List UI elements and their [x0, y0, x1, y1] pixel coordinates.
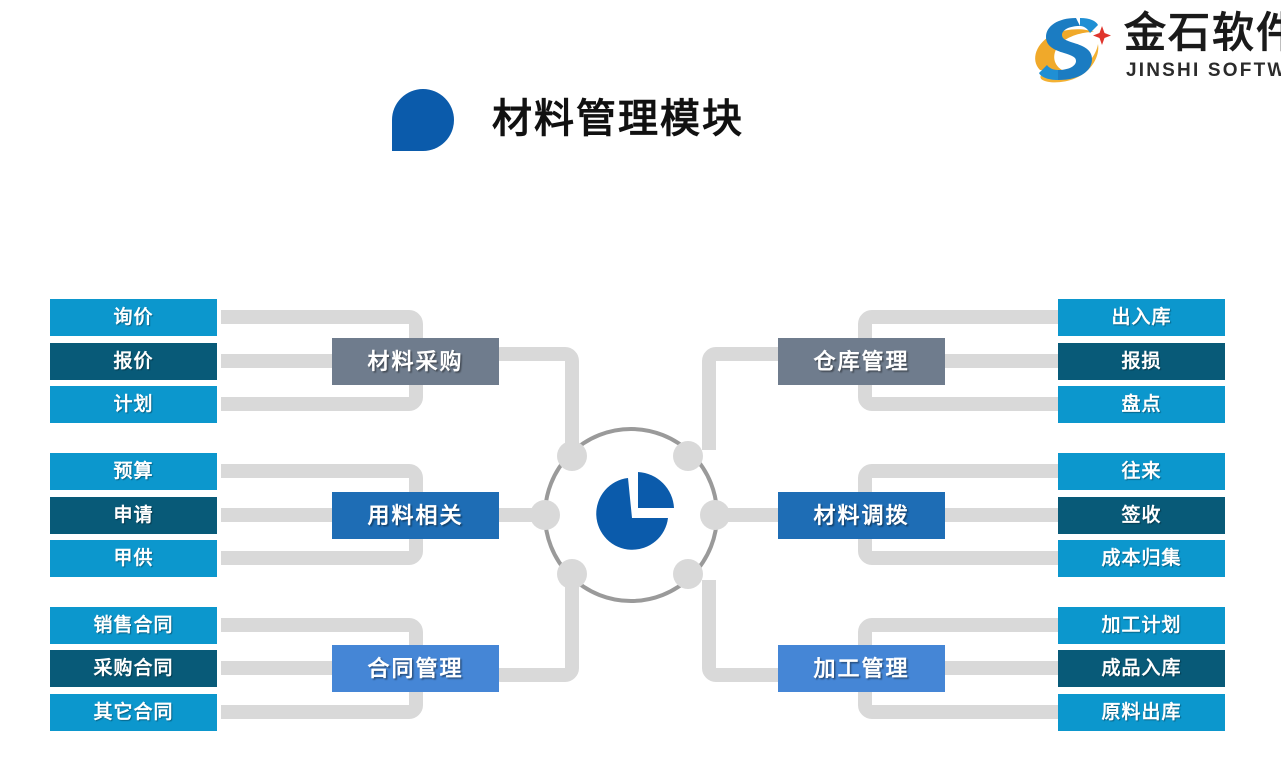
leaf-item[interactable]: 原料出库 — [1058, 694, 1225, 731]
leaf-item[interactable]: 报价 — [50, 343, 217, 380]
brand-name-cn: 金石软件 — [1124, 9, 1281, 56]
hub-node-top-right[interactable] — [673, 441, 703, 471]
leaf-item[interactable]: 往来 — [1058, 453, 1225, 490]
branch-contract-management[interactable]: 合同管理 — [332, 645, 499, 692]
brand-logo: 金石软件 JINSHI SOFTWARE — [1028, 8, 1281, 90]
branch-warehouse-management[interactable]: 仓库管理 — [778, 338, 945, 385]
pie-chart-icon — [596, 472, 674, 550]
leaf-item[interactable]: 成本归集 — [1058, 540, 1225, 577]
leaf-item[interactable]: 计划 — [50, 386, 217, 423]
leaf-item[interactable]: 签收 — [1058, 497, 1225, 534]
leaf-item[interactable]: 预算 — [50, 453, 217, 490]
leaf-item[interactable]: 其它合同 — [50, 694, 217, 731]
leaf-item[interactable]: 询价 — [50, 299, 217, 336]
leaf-item[interactable]: 盘点 — [1058, 386, 1225, 423]
branch-processing-management[interactable]: 加工管理 — [778, 645, 945, 692]
brand-name-en: JINSHI SOFTWARE — [1126, 60, 1281, 81]
hub-node-bottom-left[interactable] — [557, 559, 587, 589]
leaf-item[interactable]: 申请 — [50, 497, 217, 534]
center-hub — [530, 427, 730, 603]
leaf-item[interactable]: 采购合同 — [50, 650, 217, 687]
leaf-item[interactable]: 销售合同 — [50, 607, 217, 644]
leaf-item[interactable]: 出入库 — [1058, 299, 1225, 336]
jinshi-s-swoosh-logo-icon — [1035, 18, 1111, 83]
hub-node-bottom-right[interactable] — [673, 559, 703, 589]
branch-material-usage[interactable]: 用料相关 — [332, 492, 499, 539]
leaf-item[interactable]: 成品入库 — [1058, 650, 1225, 687]
hub-node-right[interactable] — [700, 500, 730, 530]
hub-node-top-left[interactable] — [557, 441, 587, 471]
leaf-item[interactable]: 甲供 — [50, 540, 217, 577]
branch-material-purchase[interactable]: 材料采购 — [332, 338, 499, 385]
branch-material-transfer[interactable]: 材料调拨 — [778, 492, 945, 539]
leaf-item[interactable]: 报损 — [1058, 343, 1225, 380]
leaf-item[interactable]: 加工计划 — [1058, 607, 1225, 644]
page-title-text: 材料管理模块 — [492, 97, 744, 141]
hub-node-left[interactable] — [530, 500, 560, 530]
